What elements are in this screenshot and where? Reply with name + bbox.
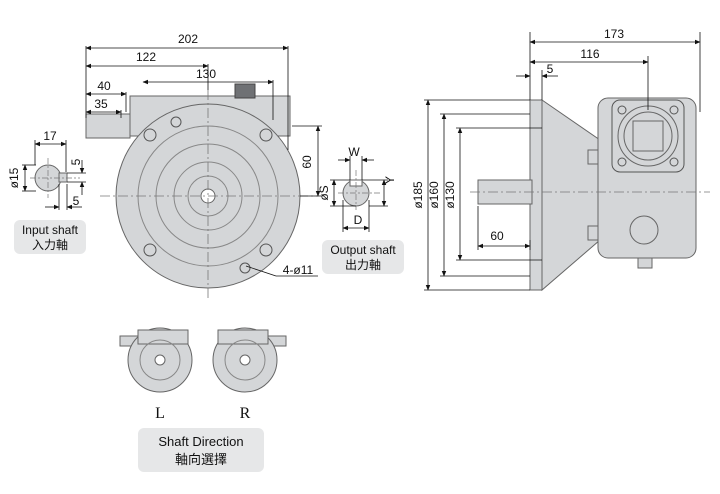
dim-d: D: [354, 213, 363, 227]
shaft-direction-label: Shaft Direction: [158, 434, 243, 449]
dim-35: 35: [94, 97, 108, 111]
side-view: 202 122 130 40 35 60 4-ø11: [85, 32, 322, 300]
direction-left-label: L: [155, 405, 165, 422]
dim-116: 116: [580, 47, 599, 61]
shaft-direction-label-bg: [138, 428, 264, 472]
dim-5a: 5: [69, 158, 83, 165]
dim-5-front: 5: [547, 62, 554, 76]
dim-5b: 5: [73, 194, 80, 208]
output-shaft-label-bg: [322, 240, 404, 274]
dim-dia160: ø160: [427, 181, 441, 209]
dim-173: 173: [604, 27, 624, 41]
input-shaft-label-bg: [14, 220, 86, 254]
dim-y: Y: [383, 176, 397, 184]
output-shaft: [477, 179, 533, 205]
dim-dia185: ø185: [411, 181, 425, 209]
direction-right-label: R: [240, 405, 251, 422]
breather-plug: [234, 83, 256, 99]
output-shaft-label: Output shaft: [330, 243, 396, 257]
dim-130: 130: [196, 67, 216, 81]
shaft-direction-label-zh: 軸向選擇: [175, 452, 227, 467]
dim-s: øS: [317, 185, 331, 200]
front-view: 173 116 5 ø185 ø160 ø130 60: [411, 27, 710, 292]
input-shaft-stub: [85, 113, 131, 139]
dim-holes: 4-ø11: [283, 263, 314, 277]
input-shaft-detail: 17 ø15 5 5 Input shaft 入力軸: [7, 129, 86, 254]
dim-w: W: [348, 145, 360, 159]
output-shaft-detail: W Y øS D Output shaft 出力軸: [317, 145, 404, 274]
dim-dia15: ø15: [7, 167, 21, 188]
dim-202: 202: [178, 32, 198, 46]
dim-17: 17: [43, 129, 57, 143]
output-shaft-label-zh: 出力軸: [345, 258, 381, 272]
shaft-direction-diagram: L R Shaft Direction 軸向選擇: [119, 327, 287, 472]
input-shaft-label: Input shaft: [22, 223, 79, 237]
input-shaft-label-zh: 入力軸: [32, 238, 68, 252]
dim-60-side: 60: [300, 155, 314, 169]
dim-122: 122: [136, 50, 156, 64]
dim-40: 40: [97, 79, 111, 93]
dim-dia130: ø130: [443, 181, 457, 209]
dim-60-front: 60: [490, 229, 504, 243]
